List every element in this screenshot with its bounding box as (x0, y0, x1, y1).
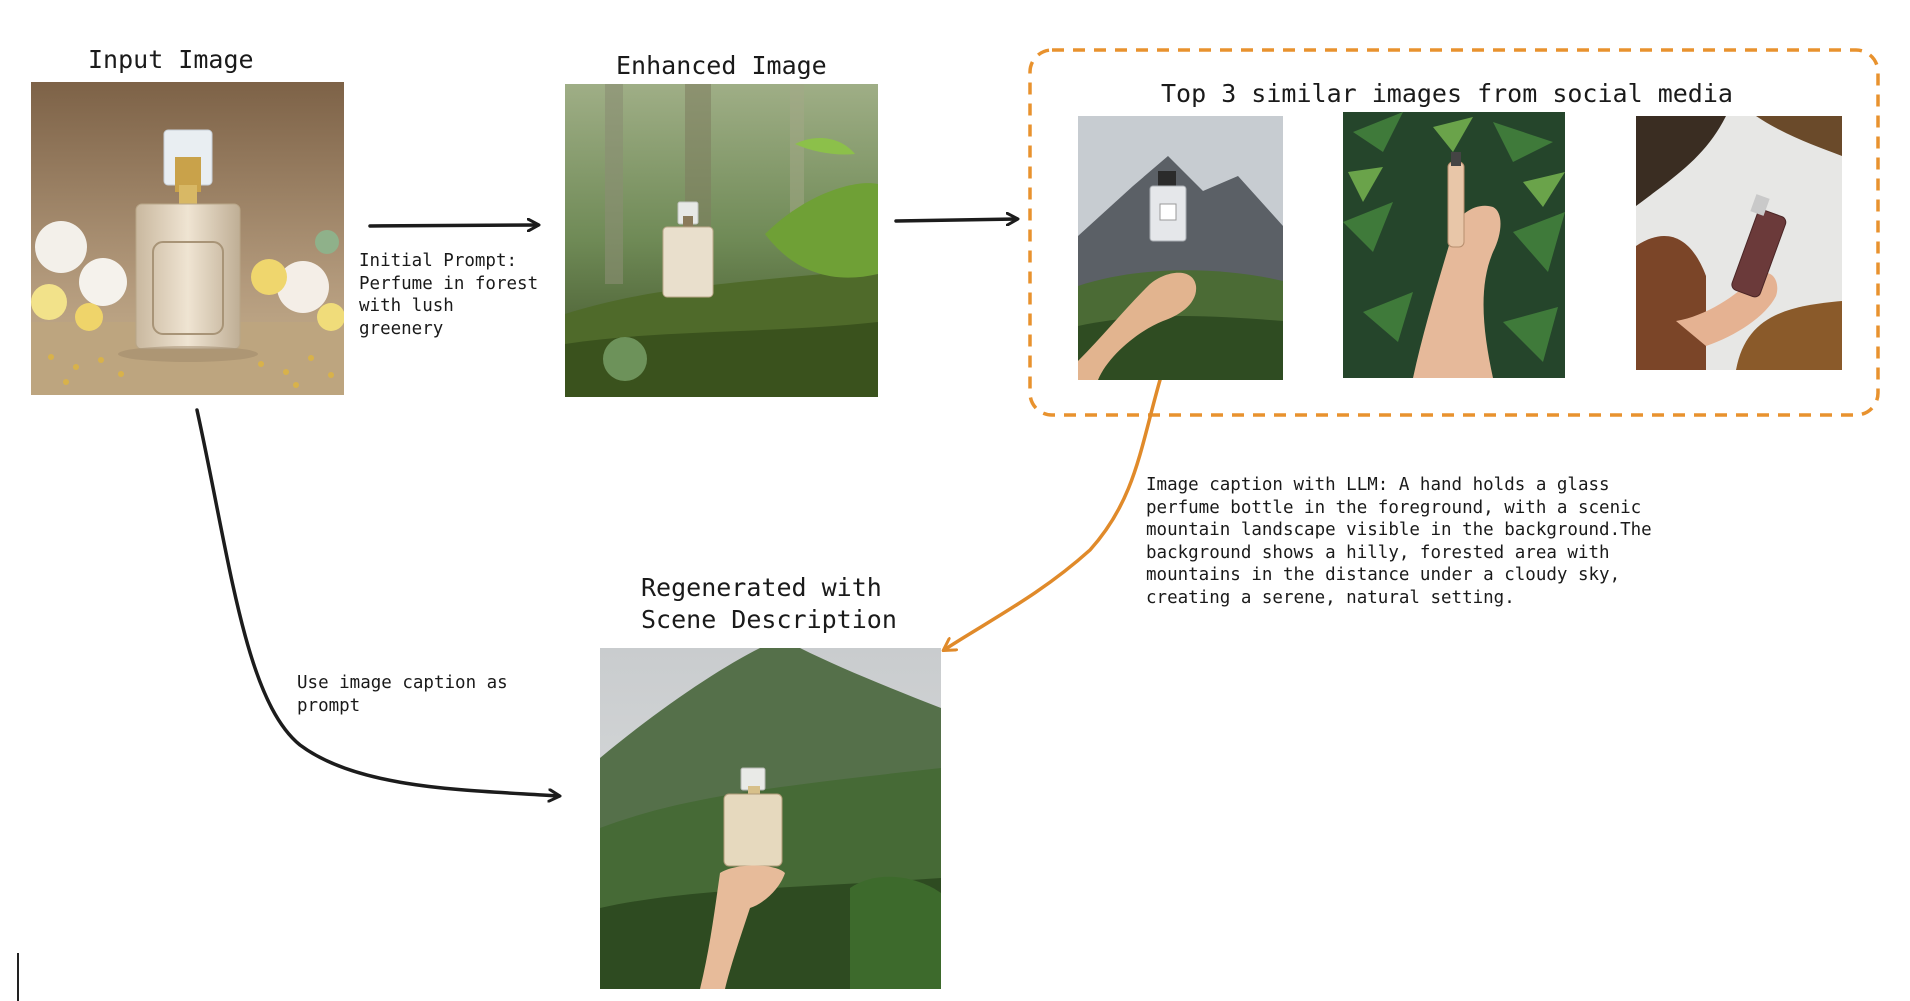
arrow-enhanced-to-social (896, 219, 1017, 221)
initial-prompt-label: Initial Prompt: Perfume in forest with l… (359, 250, 544, 340)
arrow-caption-to-regenerated (944, 380, 1160, 650)
social-image-1 (1078, 116, 1283, 380)
use-caption-label: Use image caption as prompt (297, 672, 537, 717)
social-image-3 (1636, 116, 1842, 370)
regenerated-title-line2: Scene Description (641, 604, 897, 636)
enhanced-image (565, 84, 878, 397)
social-media-title: Top 3 similar images from social media (1161, 78, 1733, 110)
enhanced-image-title: Enhanced Image (616, 50, 827, 82)
text-cursor (17, 953, 19, 1001)
arrow-input-to-enhanced (370, 225, 538, 226)
social-image-2 (1343, 112, 1565, 378)
llm-caption-label: Image caption with LLM: A hand holds a g… (1146, 474, 1681, 609)
regenerated-title-line1: Regenerated with (641, 572, 882, 604)
input-image-title: Input Image (88, 44, 254, 76)
arrow-input-to-regenerated (197, 410, 559, 796)
input-image (31, 82, 344, 395)
regenerated-image (600, 648, 941, 989)
